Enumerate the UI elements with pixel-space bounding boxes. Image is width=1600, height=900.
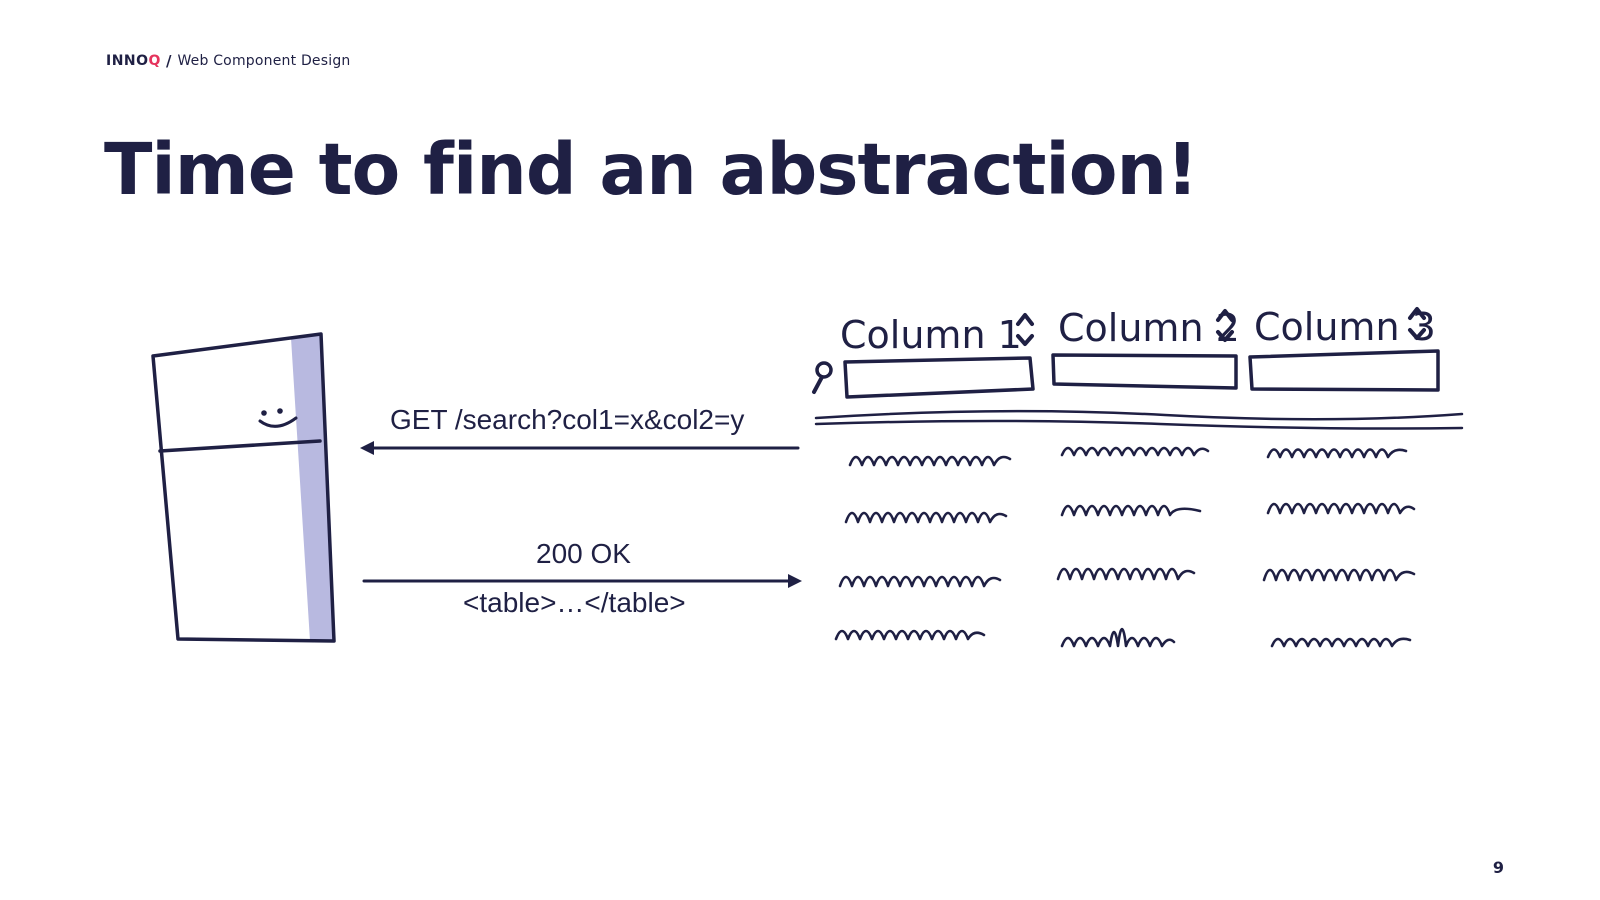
cell-r2-c3 (1266, 502, 1416, 515)
cell-r1-c1 (848, 455, 1012, 467)
fridge-server-icon (151, 332, 336, 643)
table-rows (834, 446, 1416, 648)
cell-r3-c2 (1056, 567, 1196, 581)
innoq-logo: INNOQ (106, 53, 161, 69)
column-header-2: Column 2 (1058, 306, 1240, 350)
cell-r2-c1 (844, 511, 1008, 524)
filter-input-col1 (843, 356, 1035, 399)
cell-r2-c2 (1060, 504, 1202, 517)
filter-input-col2 (1051, 353, 1238, 390)
response-arrow (362, 574, 802, 588)
table-header-divider-2 (814, 419, 1464, 430)
cell-r4-c3 (1270, 637, 1412, 648)
filter-input-col3 (1248, 349, 1440, 392)
request-label: GET /search?col1=x&col2=y (390, 404, 745, 435)
slide-header: INNOQ / Web Component Design (106, 52, 350, 70)
cell-r1-c3 (1266, 448, 1408, 459)
sort-icon-col2 (1216, 309, 1234, 342)
magnifier-icon (812, 361, 833, 394)
sort-icon-col3 (1408, 307, 1426, 340)
column-header-3: Column 3 (1254, 305, 1436, 349)
presentation-title: Web Component Design (177, 53, 351, 69)
sort-icon-col1 (1016, 313, 1034, 346)
table-header-divider (814, 409, 1464, 421)
cell-r3-c3 (1262, 568, 1416, 582)
cell-r3-c1 (838, 575, 1002, 588)
request-arrow (360, 441, 800, 455)
page-number: 9 (1492, 858, 1504, 877)
cell-r4-c2 (1060, 627, 1176, 648)
response-status-label: 200 OK (536, 538, 631, 569)
cell-r1-c2 (1060, 446, 1210, 457)
header-separator: / (165, 52, 172, 70)
cell-r4-c1 (834, 629, 986, 641)
slide-title: Time to find an abstraction! (104, 128, 1198, 211)
response-body-label: <table>…</table> (463, 587, 686, 618)
column-header-1: Column 1 (840, 313, 1022, 357)
